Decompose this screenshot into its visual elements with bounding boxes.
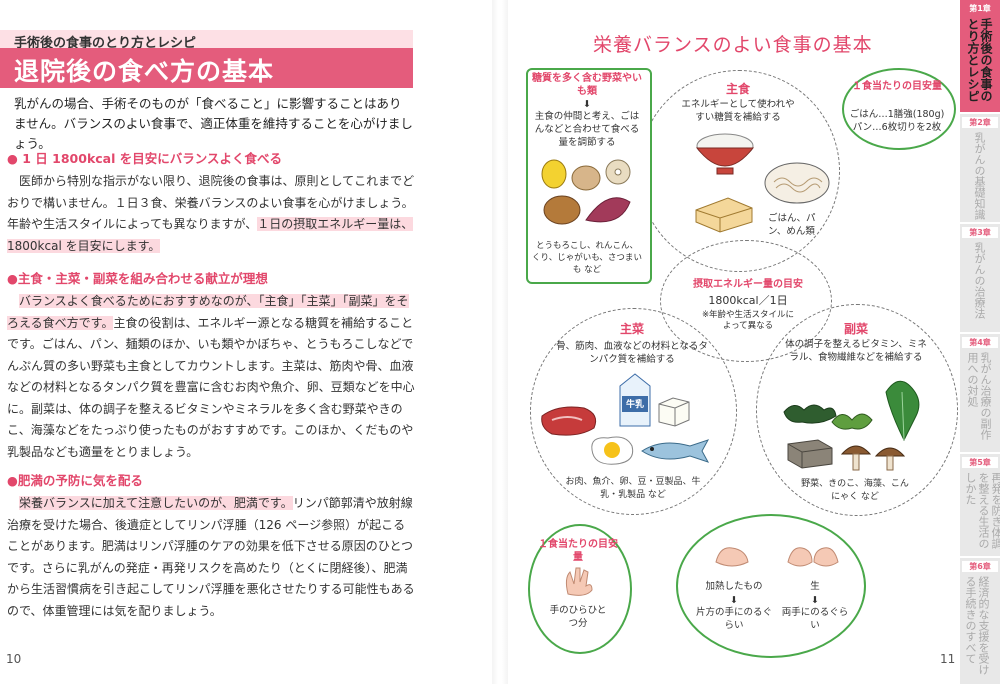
title-bar — [0, 48, 413, 88]
staple-portion-bread: パン…6枚切りを2枚 — [852, 122, 942, 133]
bread-icon — [695, 197, 753, 233]
tab-label: 乳がん治療の副作用への対処 — [966, 352, 992, 440]
vegetables-icon — [831, 413, 873, 430]
meat-icon — [541, 406, 597, 436]
staple-heading: 主食 — [725, 82, 750, 96]
highlighted-text: 栄養バランスに加えて注意したいのが、肥満です。 — [19, 496, 293, 510]
carb-box-desc: 主食の仲間と考え、ごはんなどと合わせて食べる量を調節する — [534, 111, 640, 148]
side-portion-bubble — [676, 514, 866, 658]
staple-portion-bubble — [842, 68, 956, 150]
page-title: 退院後の食べ方の基本 — [14, 57, 275, 86]
fish-icon — [641, 439, 710, 463]
down-arrow-icon: ⬇ — [730, 595, 738, 606]
section-body: バランスよく食べるためにおすすめなのが、「主食」「主菜」「副菜」をそろえる食べ方… — [7, 291, 417, 463]
tab-number: 第3章 — [962, 227, 998, 238]
energy-note: ※年齢や生活スタイルによって異なる — [701, 310, 795, 331]
tab-label: 乳がんの基礎知識 — [973, 132, 986, 220]
side-dish-circle — [756, 304, 958, 516]
subtitle-bar — [0, 30, 413, 50]
section-calories: ● 1 日 1800kcal を目安にバランスよく食べる 医師から特別な指示がな… — [7, 150, 417, 257]
seaweed-icon — [783, 404, 837, 424]
section-heading: ● 1 日 1800kcal を目安にバランスよく食べる — [7, 151, 282, 166]
tab-chapter-2[interactable]: 第2章 乳がんの基礎知識 — [960, 114, 1000, 224]
tab-chapter-6[interactable]: 第6章 経済的な支援を受ける手続きのすべて — [960, 558, 1000, 686]
body-text: リンパ節郭清や放射線治療を受けた場合、後遺症としてリンパ浮腫（126 ページ参照… — [7, 496, 415, 618]
one-hand-icon — [715, 547, 749, 567]
carb-box-caption: とうもろこし、れんこん、くり、じゃがいも、さつまいも など — [532, 241, 642, 275]
tab-number: 第4章 — [962, 337, 998, 348]
down-arrow-icon: ⬇ — [811, 595, 819, 606]
main-dish-circle — [530, 308, 737, 515]
staple-portion-heading: １食当たりの目安量 — [852, 81, 942, 92]
rice-bowl-icon — [695, 133, 755, 175]
side-caption: 野菜、きのこ、海藻、こんにゃく など — [801, 479, 909, 502]
lead-paragraph: 乳がんの場合、手術そのものが「食べること」に影響することはありません。バランスの… — [14, 96, 413, 151]
side-desc: 体の調子を整えるビタミン、ミネラル、食物繊維などを補給する — [785, 339, 927, 363]
page-subtitle: 手術後の食事のとり方とレシピ — [14, 36, 197, 51]
down-arrow-icon: ⬇ — [583, 99, 591, 110]
book-gutter — [492, 0, 508, 684]
body-text: 主食の役割は、エネルギー源となる糖質を補給することです。ごはん、パン、麺類のほか… — [7, 315, 415, 459]
tab-number: 第1章 — [969, 4, 991, 13]
right-page: 栄養バランスのよい食事の基本 主食 エネルギーとして使われやすい糖質を補給する … — [500, 0, 1000, 684]
left-page: 手術後の食事のとり方とレシピ 退院後の食べ方の基本 乳がんの場合、手術そのものが… — [0, 0, 500, 684]
konnyaku-icon — [787, 439, 833, 469]
energy-value: 1800kcal／1日 — [708, 294, 788, 307]
body-text: 医師から特別な指示がない限り、退院後の食事は、原則としてこれまでどおりで構いませ… — [7, 174, 415, 231]
tab-number: 第2章 — [962, 117, 998, 128]
tab-label: 手術後の食事のとり方とレシピ — [966, 18, 993, 102]
section-heading: ●主食・主菜・副菜を組み合わせる献立が理想 — [7, 271, 268, 286]
palm-icon — [565, 567, 593, 596]
staple-portion-rice: ごはん…1膳強(180g) — [849, 109, 945, 120]
page-number-right: 11 — [940, 652, 956, 666]
milk-label: 牛乳 — [625, 400, 644, 410]
section-heading: ●肥満の予防に気を配る — [7, 473, 143, 488]
section-obesity: ●肥満の予防に気を配る 栄養バランスに加えて注意したいのが、肥満です。リンパ節郭… — [7, 472, 417, 622]
tab-chapter-1[interactable]: 第1章 手術後の食事のとり方とレシピ — [960, 0, 1000, 114]
noodle-plate-icon — [764, 162, 830, 204]
chapter-tabs: 第1章 手術後の食事のとり方とレシピ 第2章 乳がんの基礎知識 第3章 乳がんの… — [960, 0, 1000, 686]
milk-carton-icon — [619, 373, 651, 427]
page-number-left: 10 — [6, 652, 22, 666]
tofu-icon — [658, 397, 690, 427]
main-portion-heading: １食当たりの目安量 — [538, 539, 618, 563]
tab-chapter-4[interactable]: 第4章 乳がん治療の副作用への対処 — [960, 334, 1000, 454]
tab-chapter-3[interactable]: 第3章 乳がんの治療法 — [960, 224, 1000, 334]
tab-label: 経済的な支援を受ける手続きのすべて — [964, 576, 990, 675]
two-hands-amount: 両手にのるぐらい — [781, 607, 849, 631]
staple-caption: ごはん、パン、めん類 — [768, 213, 816, 237]
section-menu: ●主食・主菜・副菜を組み合わせる献立が理想 バランスよく食べるためにおすすめなの… — [7, 270, 417, 463]
cooked-label: 加熱したもの — [705, 581, 763, 592]
spinach-icon — [885, 380, 920, 442]
section-body: 栄養バランスに加えて注意したいのが、肥満です。リンパ節郭清や放射線治療を受けた場… — [7, 493, 417, 622]
tab-chapter-5[interactable]: 第5章 再発を防ぎ体調を整える生活のしかた — [960, 454, 1000, 558]
corn-potato-icon — [541, 159, 631, 225]
diagram-title: 栄養バランスのよい食事の基本 — [593, 34, 873, 56]
fried-egg-icon — [591, 436, 634, 465]
energy-heading: 摂取エネルギー量の目安 — [693, 279, 803, 290]
tab-number: 第6章 — [962, 561, 998, 572]
staple-desc: エネルギーとして使われやすい糖質を補給する — [681, 99, 795, 123]
main-heading: 主菜 — [619, 322, 644, 336]
section-body: 医師から特別な指示がない限り、退院後の食事は、原則としてこれまでどおりで構いませ… — [7, 171, 417, 257]
main-desc: 骨、筋肉、血液などの材料となるタンパク質を補給する — [556, 341, 708, 365]
carb-box-heading: 糖質を多く含む野菜やいも類 — [532, 73, 642, 97]
main-caption: お肉、魚介、卵、豆・豆製品、牛乳・乳製品 など — [565, 477, 701, 500]
raw-label: 生 — [810, 581, 820, 592]
side-heading: 副菜 — [843, 322, 868, 336]
tab-number: 第5章 — [962, 457, 998, 468]
main-portion-caption: 手のひらひとつ分 — [549, 605, 607, 629]
tab-label: 乳がんの治療法 — [973, 242, 986, 319]
tab-label: 再発を防ぎ体調を整える生活のしかた — [964, 472, 1000, 549]
two-hands-icon — [787, 547, 839, 567]
mushroom-icon — [840, 445, 906, 471]
center-circle — [660, 240, 832, 362]
one-hand-amount: 片方の手にのるぐらい — [696, 607, 773, 631]
